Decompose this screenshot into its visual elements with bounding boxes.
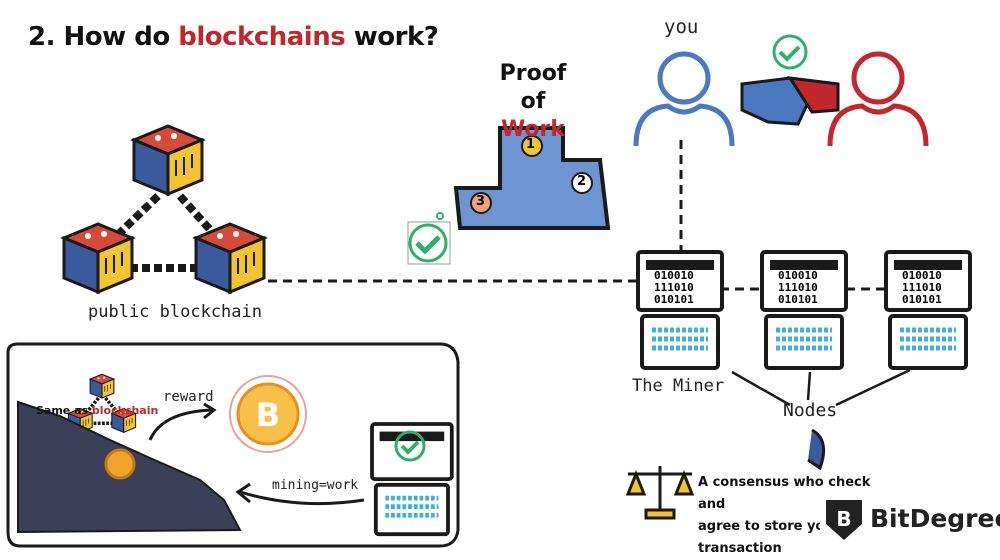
brand-name: BitDegree <box>870 504 1000 533</box>
svg-text:B: B <box>836 507 851 531</box>
same-as-blockchain-label: Same as blockchain <box>36 404 159 417</box>
nodes-lines <box>731 368 911 407</box>
reward-arrow <box>148 408 213 441</box>
mining-arrow <box>239 490 365 506</box>
other-person-icon <box>830 54 926 146</box>
bitcoin-coin-icon: B <box>229 375 307 453</box>
handshake-icon <box>740 76 840 126</box>
mining-work-label: mining=work <box>272 478 359 493</box>
public-blockchain-label: public blockchain <box>88 302 262 322</box>
network-connectors <box>268 140 886 291</box>
agreement-check-icon <box>772 34 808 70</box>
you-person-icon <box>636 54 732 146</box>
inset-laptop-icon <box>372 424 452 534</box>
proof-of-work-label: Proof of Work <box>499 61 567 142</box>
buried-coin-icon <box>104 448 136 480</box>
svg-text:B: B <box>256 396 280 434</box>
public-blockchain-icon <box>62 124 266 294</box>
podium-third-place: 3 <box>476 194 486 209</box>
down-arrow-icon <box>807 428 826 471</box>
podium-icon <box>453 126 611 230</box>
nodes-label: Nodes <box>783 400 838 421</box>
bitdegree-logo-icon: B <box>826 500 862 540</box>
the-miner-label: The Miner <box>632 376 725 396</box>
podium-first-place: 1 <box>526 137 536 152</box>
small-blockchain-icon <box>67 373 137 433</box>
verified-check-icon <box>407 212 451 265</box>
reward-label: reward <box>163 389 214 405</box>
podium-second-place: 2 <box>577 174 587 189</box>
you-label: you <box>664 16 699 38</box>
inset-check-icon <box>394 430 426 462</box>
mining-inset-panel <box>6 342 460 548</box>
balance-scale-icon <box>625 466 695 520</box>
page-title: 2. How do blockchains work? <box>28 22 439 52</box>
